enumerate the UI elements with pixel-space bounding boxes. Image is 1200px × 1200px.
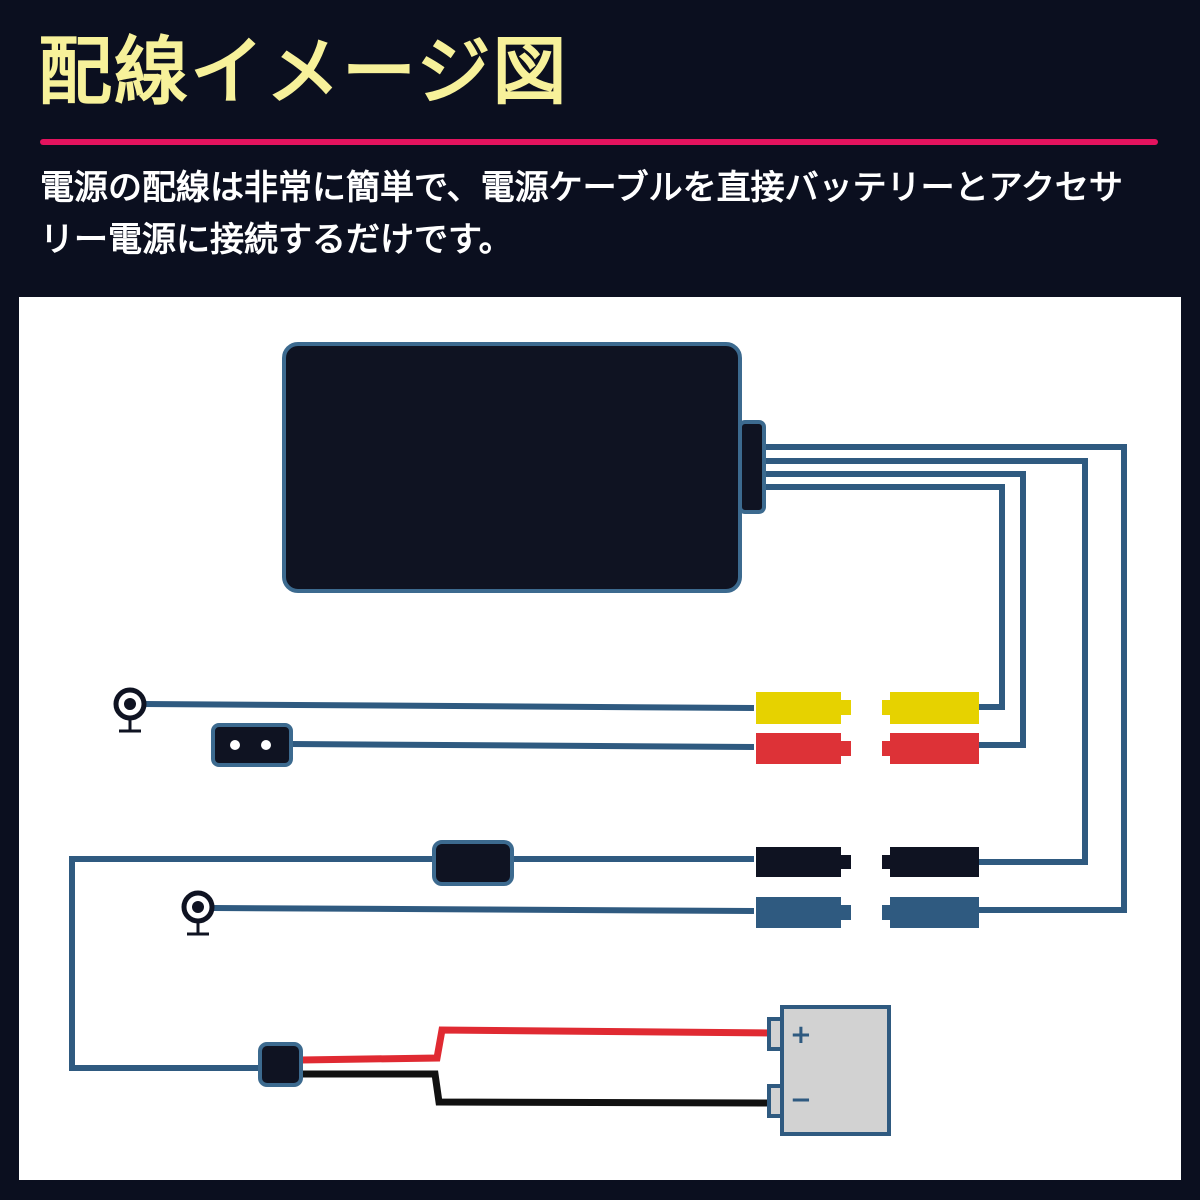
battery-minus-label: − xyxy=(790,1085,812,1115)
wire-plug xyxy=(290,741,755,750)
connector-black-right xyxy=(882,847,979,877)
battery-negative-terminal xyxy=(767,1084,784,1118)
connector-blue-pair xyxy=(756,897,979,928)
battery-plus-label: + xyxy=(790,1020,812,1050)
connector-blue-right xyxy=(882,897,979,928)
main-unit-port xyxy=(738,420,766,514)
title-underline xyxy=(40,139,1158,145)
wire-yellow-harness xyxy=(761,484,1005,710)
connector-red-left xyxy=(756,733,851,764)
battery-positive-terminal xyxy=(767,1017,784,1051)
connector-black-left xyxy=(756,847,851,877)
wire-ground-2 xyxy=(213,905,755,914)
wire-blue-harness xyxy=(761,444,1127,913)
connector-blue-left xyxy=(756,897,851,928)
ground-terminal-icon xyxy=(113,687,147,733)
connector-yellow-left xyxy=(756,692,851,724)
connector-yellow-pair xyxy=(756,692,979,724)
wiring-diagram: + − xyxy=(19,297,1181,1180)
connector-red-right xyxy=(882,733,979,764)
wire-black-harness xyxy=(761,458,1088,865)
wire-fuse-loop xyxy=(69,856,432,1071)
main-unit-body xyxy=(282,342,742,593)
battery-leads xyxy=(300,1026,772,1107)
battery-positive-lead xyxy=(300,1026,772,1064)
inline-fuse-icon xyxy=(432,840,514,886)
wire-red-harness xyxy=(761,471,1026,748)
battery-icon: + − xyxy=(767,1005,891,1136)
left-wires xyxy=(69,701,755,1071)
page-title: 配線イメージ図 xyxy=(38,29,569,115)
description-line-2: リー電源に接続するだけです。 xyxy=(40,220,513,260)
connector-red-pair xyxy=(756,733,979,764)
main-unit xyxy=(282,342,766,593)
ground-terminal-icon xyxy=(181,890,215,936)
connector-black-pair xyxy=(756,847,979,877)
description: 電源の配線は非常に簡単で、電源ケーブルを直接バッテリーとアクセサ リー電源に接続… xyxy=(40,162,1170,266)
description-line-1: 電源の配線は非常に簡単で、電源ケーブルを直接バッテリーとアクセサ xyxy=(40,168,1123,208)
battery-junction-block xyxy=(258,1042,303,1087)
battery-negative-lead xyxy=(301,1070,772,1107)
wire-ground-1 xyxy=(143,701,755,711)
harness-wires xyxy=(761,444,1127,913)
connector-yellow-right xyxy=(882,692,979,724)
plug-connector-icon xyxy=(211,723,293,767)
battery-body xyxy=(780,1005,891,1136)
wiring-diagram-svg: + − xyxy=(69,342,1127,1136)
